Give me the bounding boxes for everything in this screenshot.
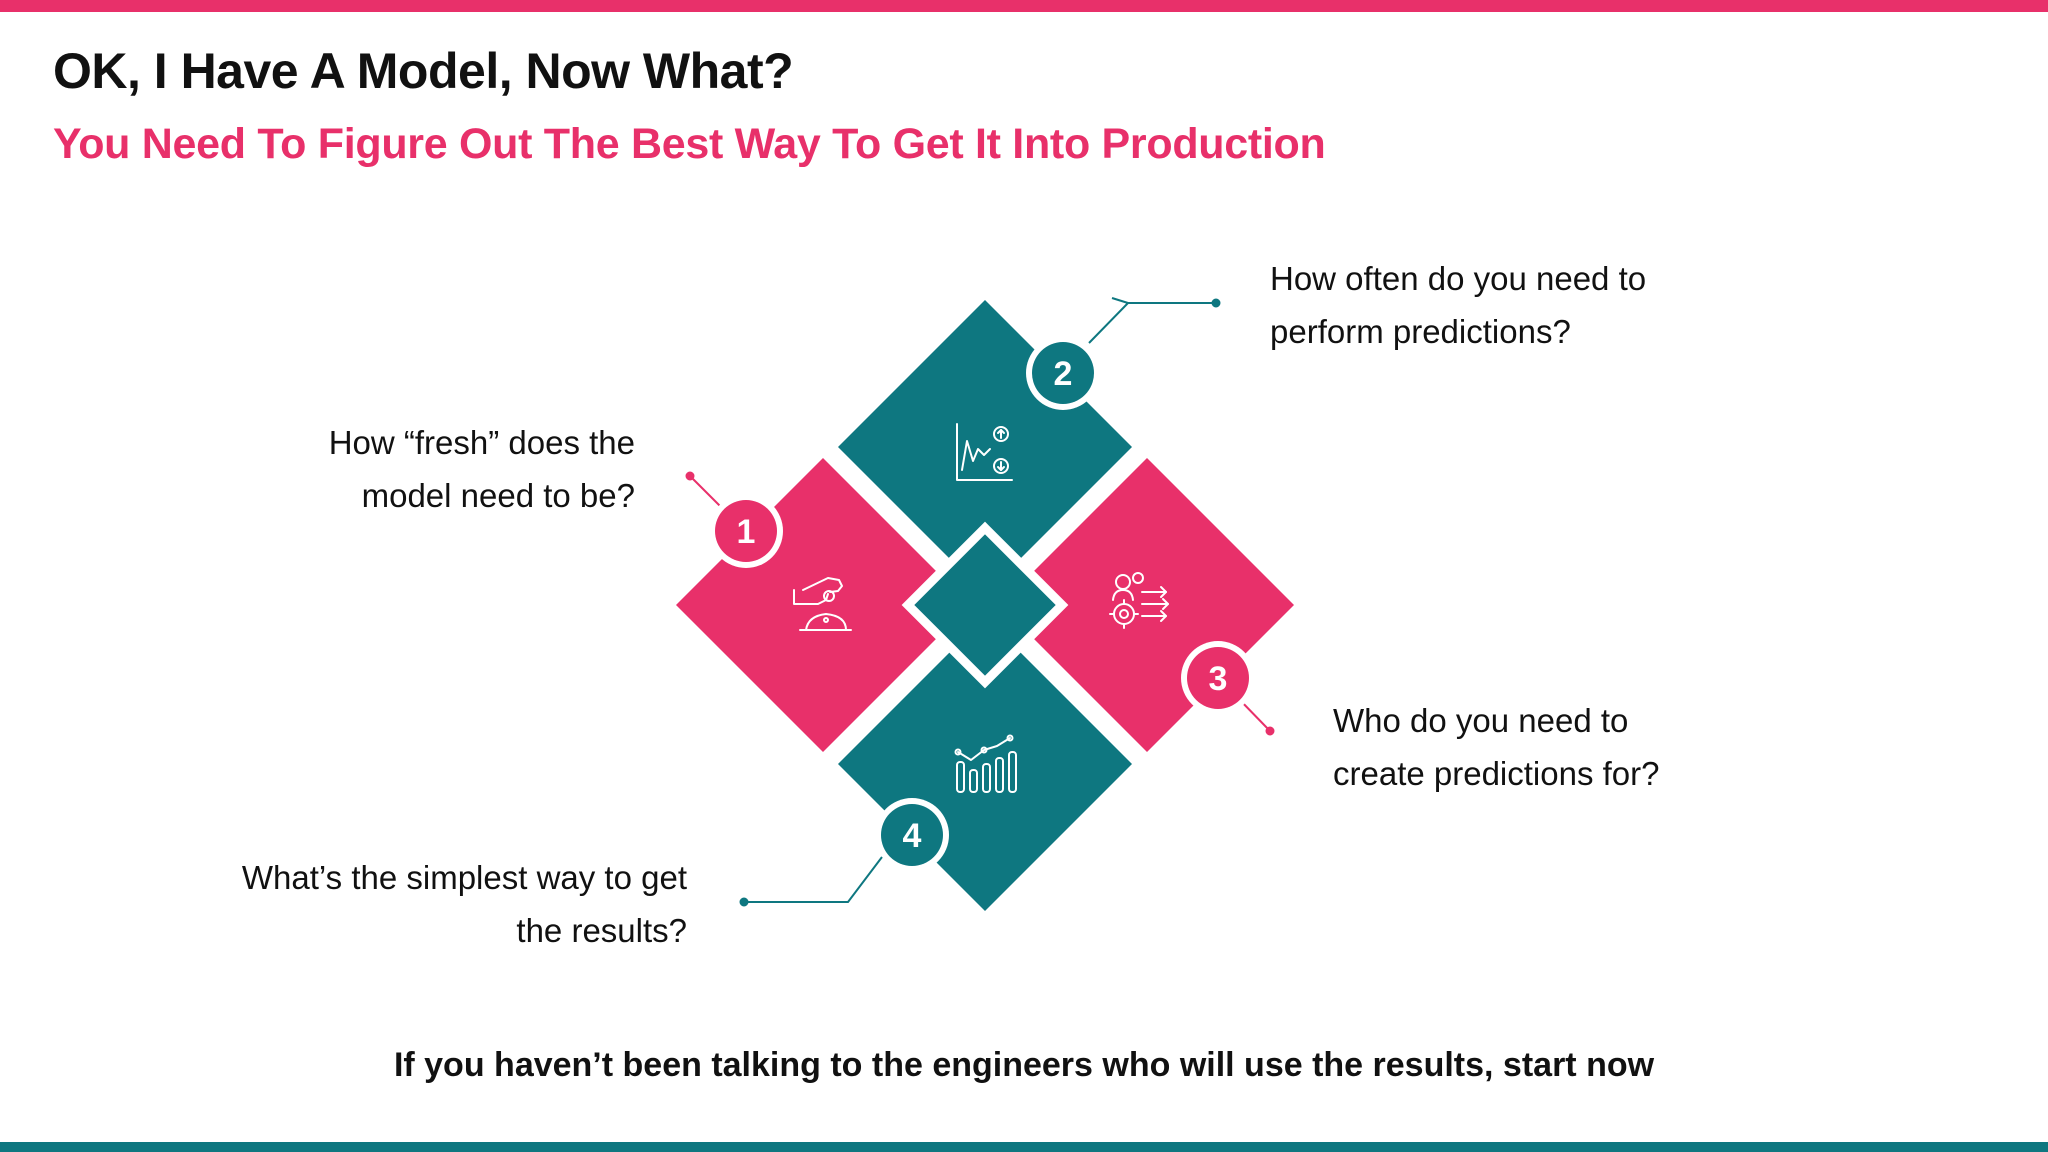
connector-4 (739, 856, 883, 907)
step-badge-3: 3 (1181, 641, 1255, 715)
step-number-3: 3 (1209, 660, 1228, 698)
page-title: OK, I Have A Model, Now What? (53, 43, 794, 99)
footer-callout: If you haven’t been talking to the engin… (393, 1046, 1655, 1084)
step-badge-2: 2 (1026, 336, 1100, 410)
bar-chart-trend-icon (954, 734, 1017, 793)
step-badge-1: 1 (709, 494, 783, 568)
question-2-line-1: How often do you need to (1270, 260, 1647, 297)
question-2-line-2: perform predictions? (1270, 313, 1571, 350)
page-subtitle: You Need To Figure Out The Best Way To G… (53, 120, 1326, 168)
connector-1 (685, 471, 724, 510)
top-accent-bar (0, 0, 2048, 12)
question-3-line-1: Who do you need to (1333, 702, 1629, 739)
connector-2 (1088, 297, 1221, 344)
question-4: What’s the simplest way to get the resul… (242, 851, 687, 957)
question-1-line-2: model need to be? (361, 477, 635, 514)
question-4-line-2: the results? (516, 912, 687, 949)
question-1: How “fresh” does the model need to be? (329, 416, 635, 522)
question-3: Who do you need to create predictions fo… (1333, 694, 1660, 800)
question-3-line-2: create predictions for? (1333, 755, 1660, 792)
bottom-accent-bar (0, 1142, 2048, 1152)
question-4-line-1: What’s the simplest way to get (241, 859, 687, 896)
hand-coin-icon (793, 577, 852, 631)
step-number-1: 1 (737, 513, 756, 551)
question-2: How often do you need to perform predict… (1270, 252, 1646, 358)
step-number-4: 4 (903, 817, 922, 855)
question-1-line-1: How “fresh” does the (328, 424, 635, 461)
step-number-2: 2 (1054, 355, 1073, 393)
chart-up-down-icon (956, 423, 1013, 481)
diamond-center (901, 521, 1069, 689)
step-badge-4: 4 (875, 798, 949, 872)
people-gear-arrows-icon (1109, 572, 1169, 629)
